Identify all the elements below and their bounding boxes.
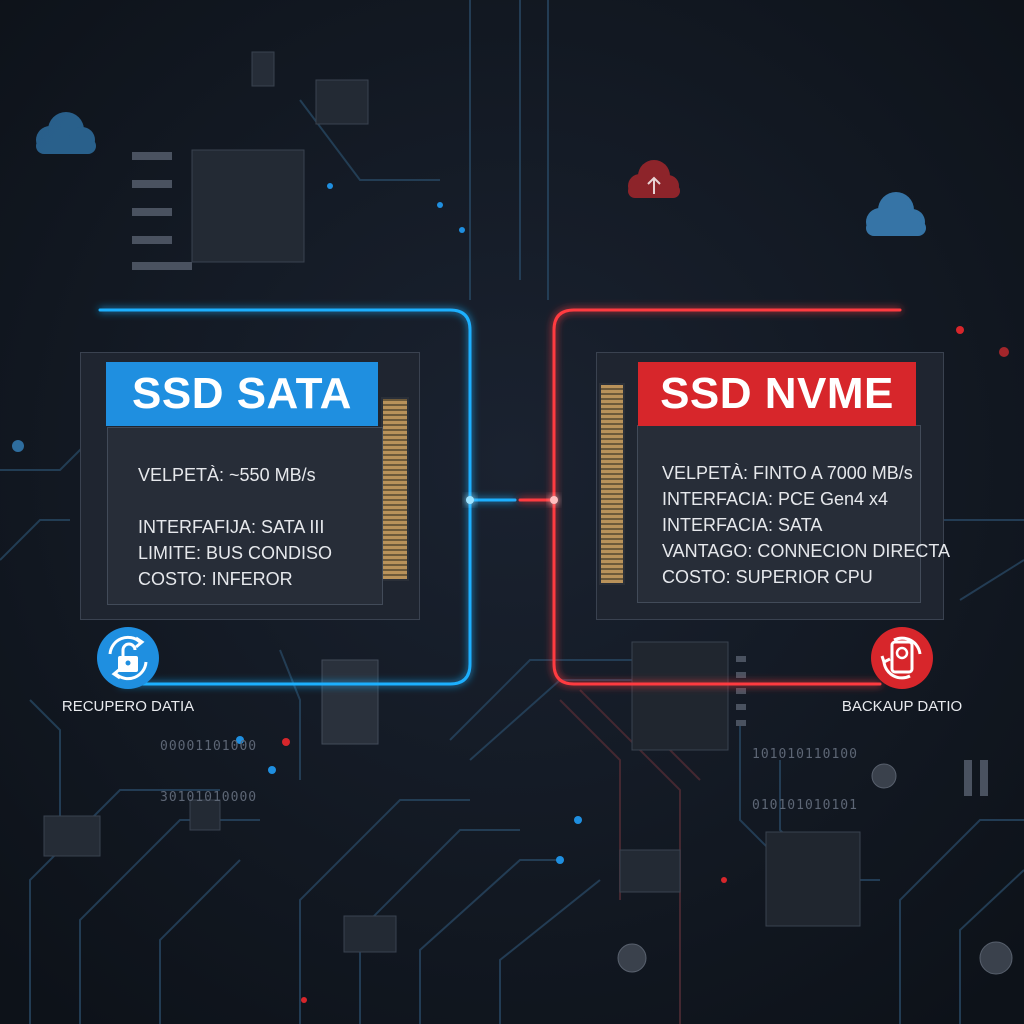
data-recovery-feature: RECUPERO DATIA — [58, 626, 198, 715]
capacitors — [617, 763, 1013, 975]
sata-spec-interface: INTERFAFIJA: SATA III — [138, 517, 325, 537]
backup-drive-icon — [871, 627, 933, 689]
background-chips — [43, 51, 861, 953]
nvme-spec-interface-alt: INTERFACIA: SATA — [662, 515, 823, 535]
binary-code-right: 101010110100 010101010101 — [752, 747, 858, 813]
data-backup-label: BACKAUP DATIO — [841, 698, 963, 715]
sata-spec-speed: VELPETÀ: ~550 MB/s — [138, 465, 316, 485]
nvme-chip-area — [637, 425, 921, 603]
nvme-title: SSD NVME — [638, 362, 916, 426]
sata-chip-area — [107, 427, 383, 605]
unlock-sync-icon — [97, 627, 159, 689]
nvme-connector — [599, 383, 625, 585]
chip-pins — [132, 152, 988, 796]
nvme-spec-cost: COSTO: SUPERIOR CPU — [662, 567, 873, 587]
cloud-upload-icon — [628, 160, 680, 198]
data-backup-feature: BACKAUP DATIO — [832, 626, 972, 715]
nvme-spec-list: VELPETÀ: FINTO A 7000 MB/s INTERFACIA: P… — [662, 460, 950, 590]
nvme-spec-interface: INTERFACIA: PCE Gen4 x4 — [662, 489, 889, 509]
cloud-icon — [866, 192, 926, 236]
nvme-spec-advantage: VANTAGO: CONNECION DIRECTA — [662, 541, 951, 561]
decorative-dots — [12, 183, 1009, 1003]
data-recovery-label: RECUPERO DATIA — [61, 698, 195, 715]
binary-code-left: 00001101000 30101010000 — [160, 739, 258, 805]
cloud-icon — [36, 112, 96, 154]
sata-connector — [381, 397, 409, 581]
sata-spec-cost: COSTO: INFEROR — [138, 569, 293, 589]
sata-spec-limit: LIMITE: BUS CONDISO — [138, 543, 333, 563]
nvme-spec-speed: VELPETÀ: FINTO A 7000 MB/s — [662, 463, 913, 483]
sata-spec-list: VELPETÀ: ~550 MB/s INTERFAFIJA: SATA III… — [138, 462, 332, 592]
sata-title: SSD SATA — [106, 362, 378, 426]
